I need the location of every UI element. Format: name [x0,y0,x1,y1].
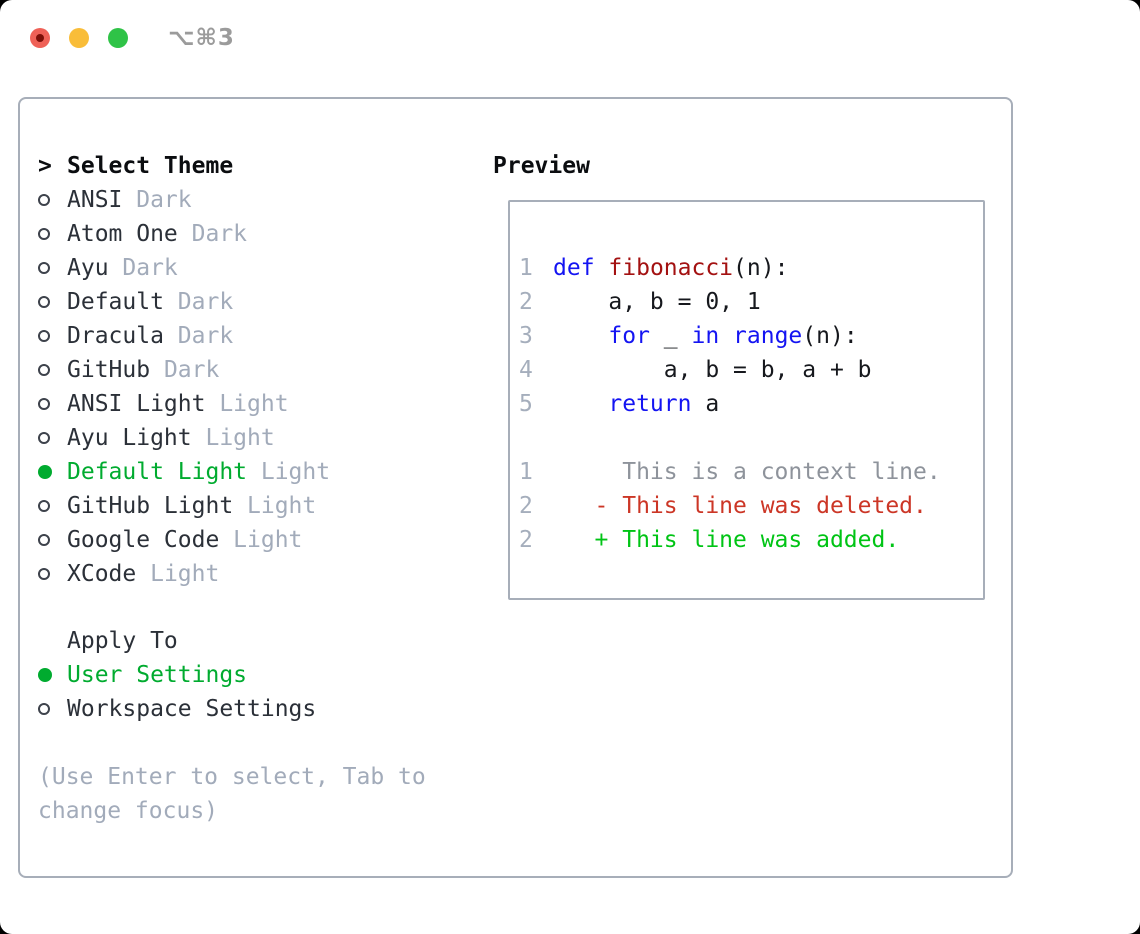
code-line: 4 a, b = b, a + b [519,357,872,383]
theme-option-ayu-dark[interactable]: Ayu Dark [38,251,330,285]
window-title: ⌥⌘3 [168,25,235,51]
theme-variant-tag: Light [150,561,220,587]
radio-icon [38,364,50,376]
line-number: 1 [519,255,533,281]
theme-variant-tag: Dark [177,323,234,349]
radio-icon [38,568,50,580]
diff-line-context: 1 This is a context line. [519,459,941,485]
theme-option-github-dark[interactable]: GitHub Dark [38,353,330,387]
radio-icon [38,432,50,444]
theme-list-title: Select Theme [67,153,234,179]
radio-icon [38,228,50,240]
line-number: 2 [519,289,533,315]
radio-selected-icon [38,668,52,682]
radio-icon [38,262,50,274]
theme-variant-tag: Light [260,459,331,485]
theme-variant-tag: Dark [191,221,248,247]
preview-title: Preview [493,153,590,179]
theme-option-google-code[interactable]: Google Code Light [38,523,330,557]
theme-selector-panel: > Select Theme ANSI Dark Atom One Dark A… [18,97,1013,878]
theme-list: > Select Theme ANSI Dark Atom One Dark A… [38,149,330,591]
line-number: 5 [519,391,533,417]
diff-line-added: 2 + This line was added. [519,527,900,553]
theme-option-xcode[interactable]: XCode Light [38,557,330,591]
diff-line-deleted: 2 - This line was deleted. [519,493,927,519]
code-line: 2 a, b = 0, 1 [519,289,761,315]
line-number: 1 [519,459,533,485]
code-line: 5 return a [519,391,720,417]
radio-icon [38,534,50,546]
theme-variant-tag: Light [205,425,275,451]
line-number: 4 [519,357,533,383]
theme-option-ansi-light[interactable]: ANSI Light Light [38,387,330,421]
line-number: 3 [519,323,533,349]
prompt-caret-icon: > [38,153,52,179]
zoom-button[interactable] [108,28,128,48]
theme-option-ansi-dark[interactable]: ANSI Dark [38,183,330,217]
theme-variant-tag: Light [247,493,317,519]
line-number: 2 [519,493,533,519]
apply-option-user-settings[interactable]: User Settings [38,658,316,692]
radio-icon [38,194,50,206]
traffic-lights [30,28,128,48]
theme-variant-tag: Dark [163,357,220,383]
theme-option-default-dark[interactable]: Default Dark [38,285,330,319]
theme-variant-tag: Light [219,391,289,417]
apply-to-header: Apply To [38,624,316,658]
apply-to-group: Apply To User Settings Workspace Setting… [38,624,316,726]
blank-line [519,421,941,455]
radio-icon [38,296,50,308]
minimize-button[interactable] [69,28,89,48]
theme-option-default-light-selected[interactable]: Default Light Light [38,455,330,489]
theme-variant-tag: Dark [177,289,234,315]
theme-option-atom-one-dark[interactable]: Atom One Dark [38,217,330,251]
radio-selected-icon [38,465,52,479]
line-number: 2 [519,527,533,553]
radio-icon [38,398,50,410]
close-button[interactable] [30,28,50,48]
theme-option-ayu-light[interactable]: Ayu Light Light [38,421,330,455]
radio-icon [38,500,50,512]
theme-option-github-light[interactable]: GitHub Light Light [38,489,330,523]
theme-list-header: > Select Theme [38,149,330,183]
theme-option-dracula-dark[interactable]: Dracula Dark [38,319,330,353]
radio-icon [38,703,50,715]
code-line: 3 for _ in range(n): [519,323,858,349]
theme-variant-tag: Dark [136,187,192,213]
radio-icon [38,330,50,342]
theme-variant-tag: Light [233,527,303,553]
apply-to-title: Apply To [67,628,178,654]
apply-option-workspace-settings[interactable]: Workspace Settings [38,692,316,726]
theme-variant-tag: Dark [122,255,178,281]
